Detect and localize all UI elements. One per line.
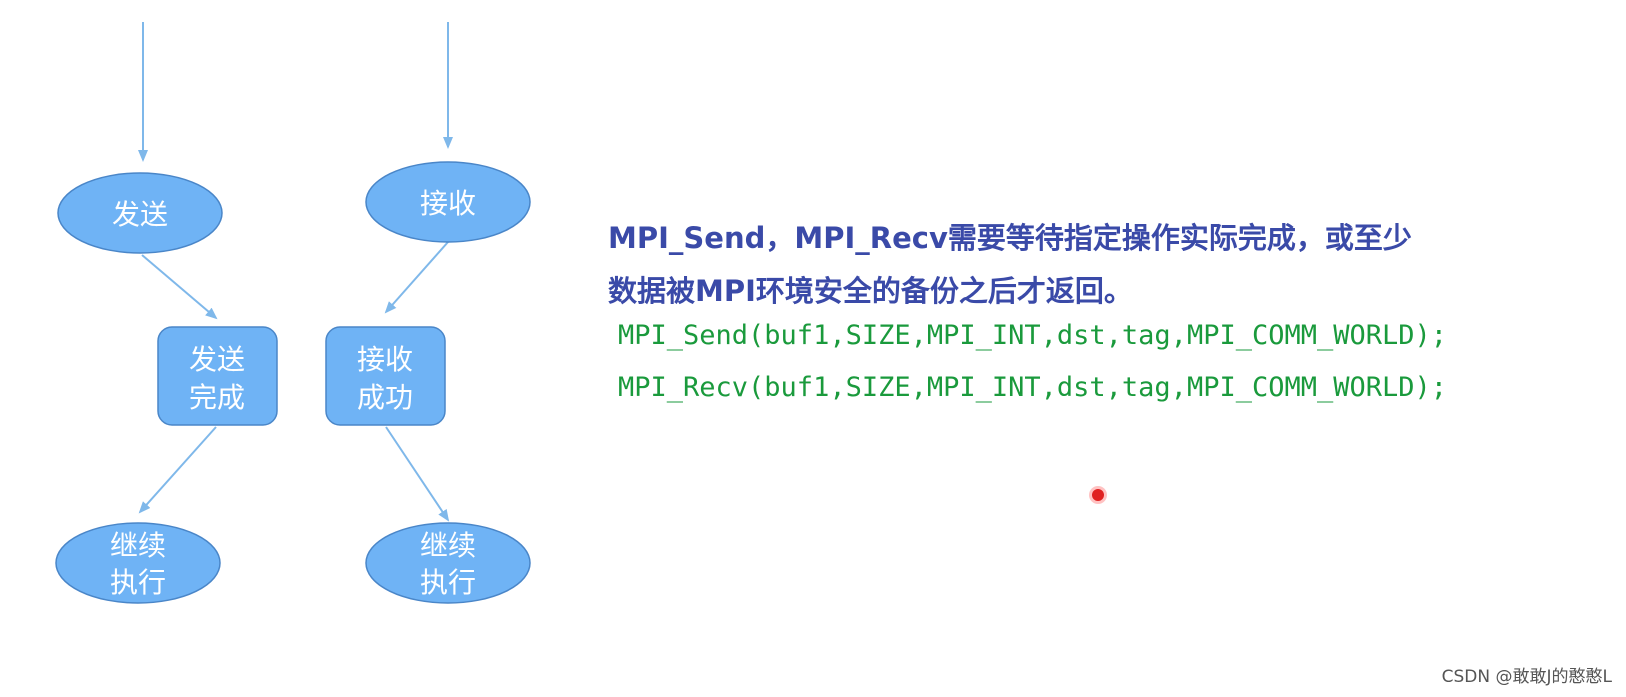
node-continue-left-label-2: 执行 bbox=[110, 566, 166, 599]
description-text: MPI_Send，MPI_Recv需要等待指定操作实际完成，或至少 数据被MPI… bbox=[608, 212, 1548, 318]
node-send-label: 发送 bbox=[112, 198, 168, 231]
arrow-done-to-continue bbox=[138, 426, 217, 514]
watermark: CSDN @敢敢J的憨憨L bbox=[1441, 667, 1612, 687]
node-send-done-label-2: 完成 bbox=[189, 381, 245, 414]
node-recv-ok: 接收 成功 bbox=[325, 326, 446, 426]
node-recv: 接收 bbox=[365, 161, 531, 243]
node-recv-ok-label-1: 接收 bbox=[357, 343, 413, 376]
node-continue-right-label-1: 继续 bbox=[420, 529, 476, 562]
node-continue-right: 继续 执行 bbox=[365, 522, 531, 604]
node-continue-right-label-2: 执行 bbox=[420, 566, 476, 599]
node-recv-label: 接收 bbox=[420, 187, 476, 220]
flow-diagram: 发送 接收 发送 完成 接收 成功 继续 执行 继续 执行 bbox=[55, 22, 531, 604]
node-recv-ok-label-2: 成功 bbox=[357, 381, 413, 414]
arrow-send-to-done bbox=[141, 254, 218, 320]
node-continue-left-label-1: 继续 bbox=[110, 529, 166, 562]
code-mpi-recv: MPI_Recv(buf1,SIZE,MPI_INT,dst,tag,MPI_C… bbox=[618, 372, 1448, 403]
node-send-done: 发送 完成 bbox=[157, 326, 278, 426]
description-line-2: 数据被MPI环境安全的备份之后才返回。 bbox=[608, 274, 1133, 308]
node-send: 发送 bbox=[57, 172, 223, 254]
node-continue-left: 继续 执行 bbox=[55, 522, 221, 604]
arrow-ok-to-continue bbox=[385, 426, 450, 522]
cursor-indicator bbox=[1092, 489, 1104, 501]
node-send-done-label-1: 发送 bbox=[189, 343, 245, 376]
code-mpi-send: MPI_Send(buf1,SIZE,MPI_INT,dst,tag,MPI_C… bbox=[618, 320, 1448, 351]
description-line-1: MPI_Send，MPI_Recv需要等待指定操作实际完成，或至少 bbox=[608, 221, 1412, 255]
arrow-recv-to-ok bbox=[384, 241, 449, 314]
